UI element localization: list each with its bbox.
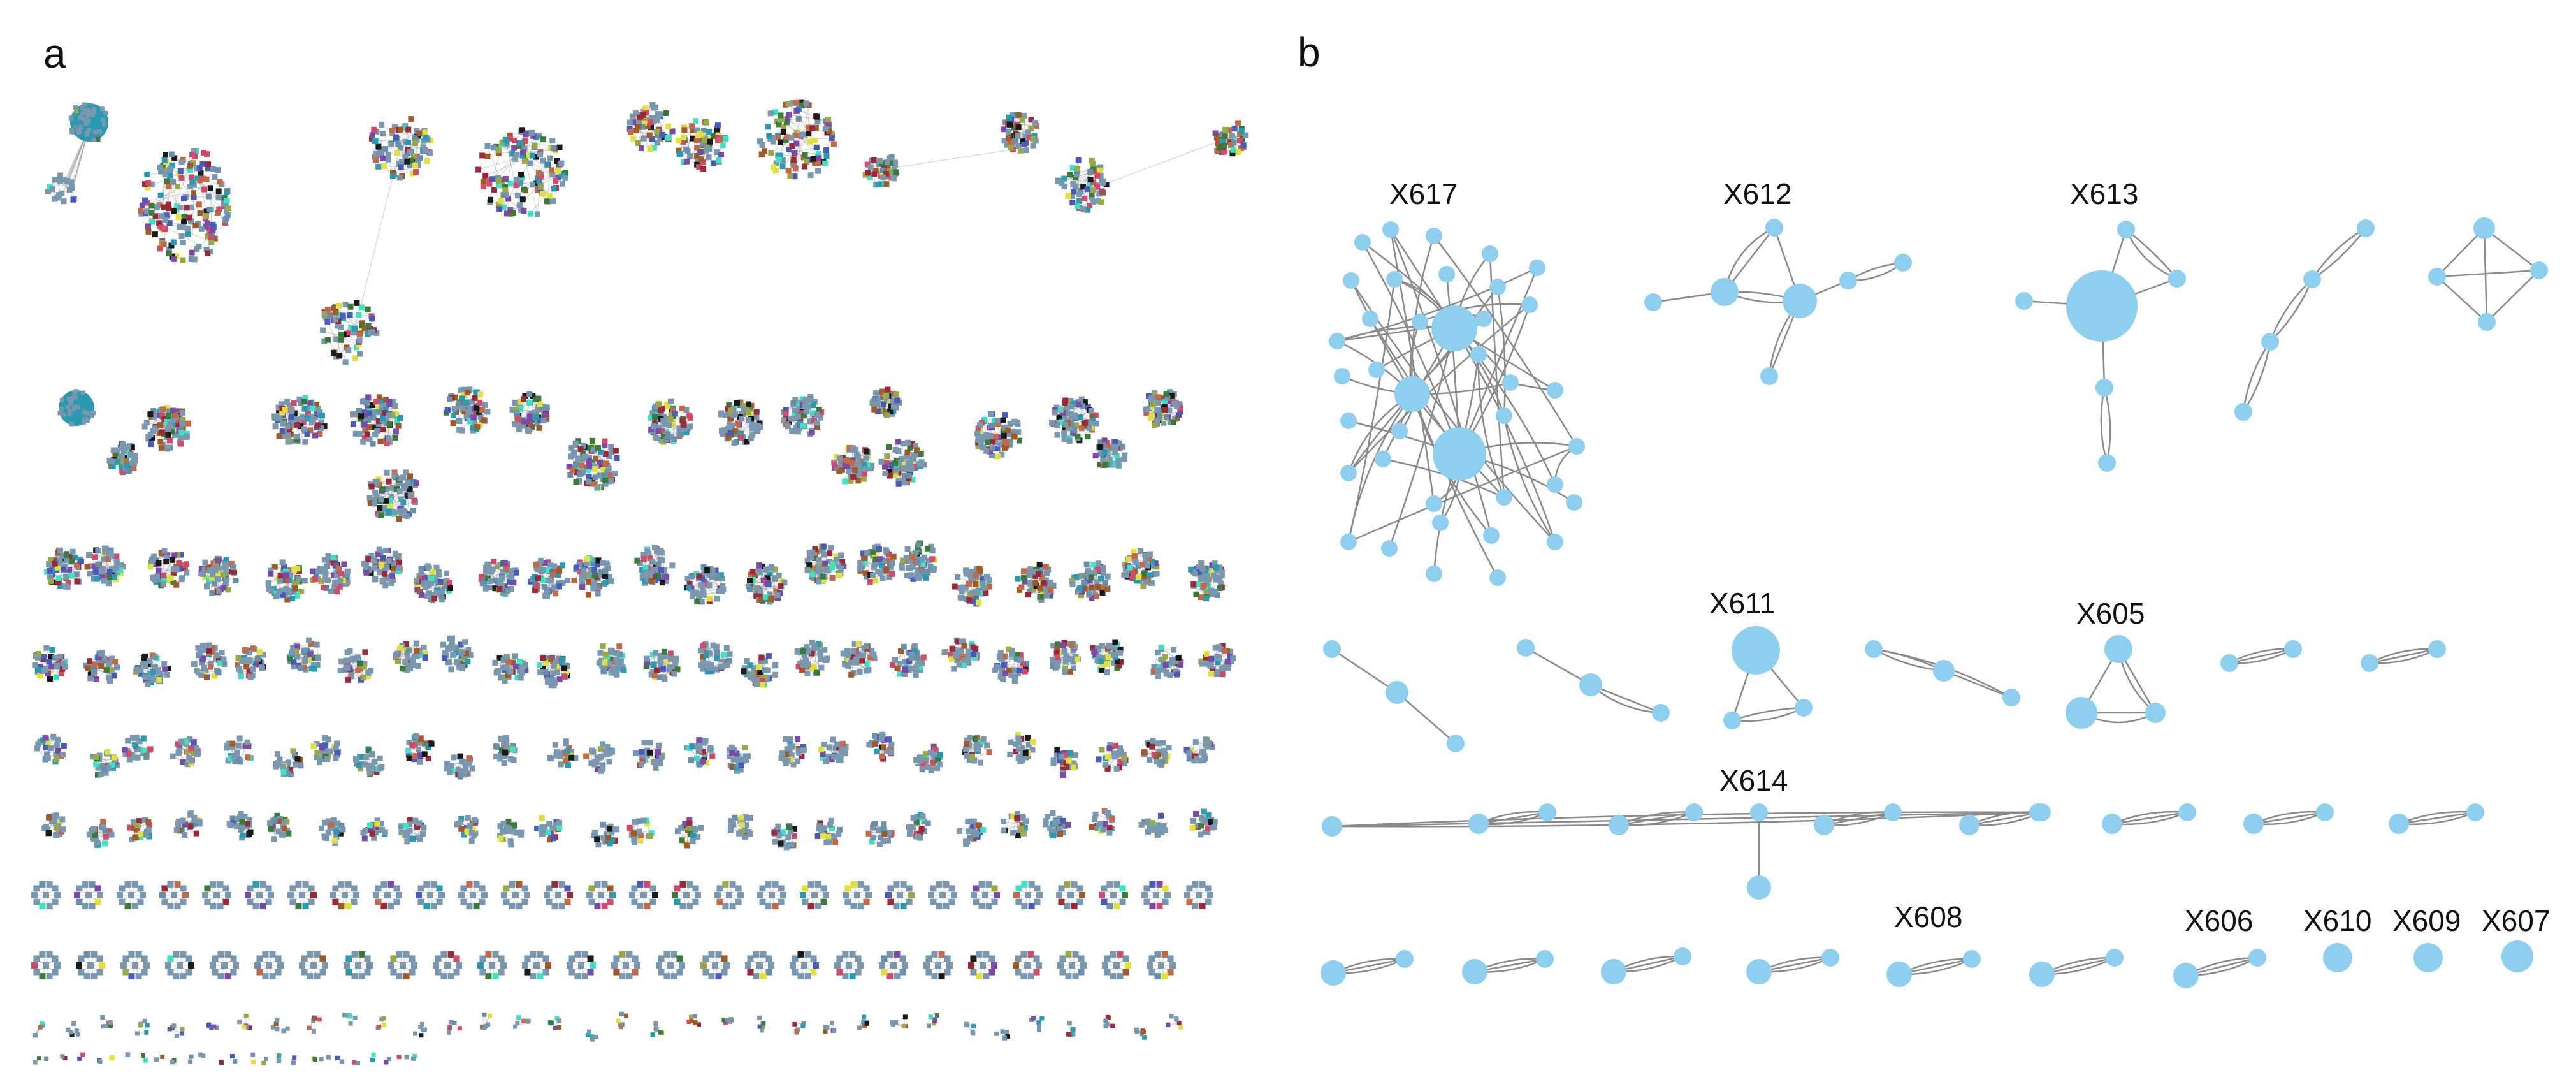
network-edge (164, 163, 192, 230)
panel-a: a (0, 0, 1287, 1075)
network-edge (159, 171, 167, 205)
panel-a-network-graph (31, 99, 1249, 1065)
network-edge (140, 210, 212, 243)
network-edge (794, 105, 809, 177)
network-edge (376, 131, 394, 175)
network-edge (748, 585, 781, 587)
network-edge (180, 173, 227, 212)
network-edge (802, 105, 812, 128)
panel-a-letter: a (43, 31, 66, 77)
network-edge (400, 147, 424, 149)
network-edge (1108, 137, 1229, 183)
network-edge (787, 119, 816, 142)
network-edge (498, 150, 556, 154)
network-edge (780, 142, 804, 158)
network-edge (880, 150, 1008, 170)
network-edge (387, 401, 393, 439)
network-edge (393, 142, 406, 175)
network-edge (519, 145, 563, 184)
network-edge (886, 441, 899, 464)
network-edge (786, 122, 818, 157)
network-edge (142, 181, 221, 206)
